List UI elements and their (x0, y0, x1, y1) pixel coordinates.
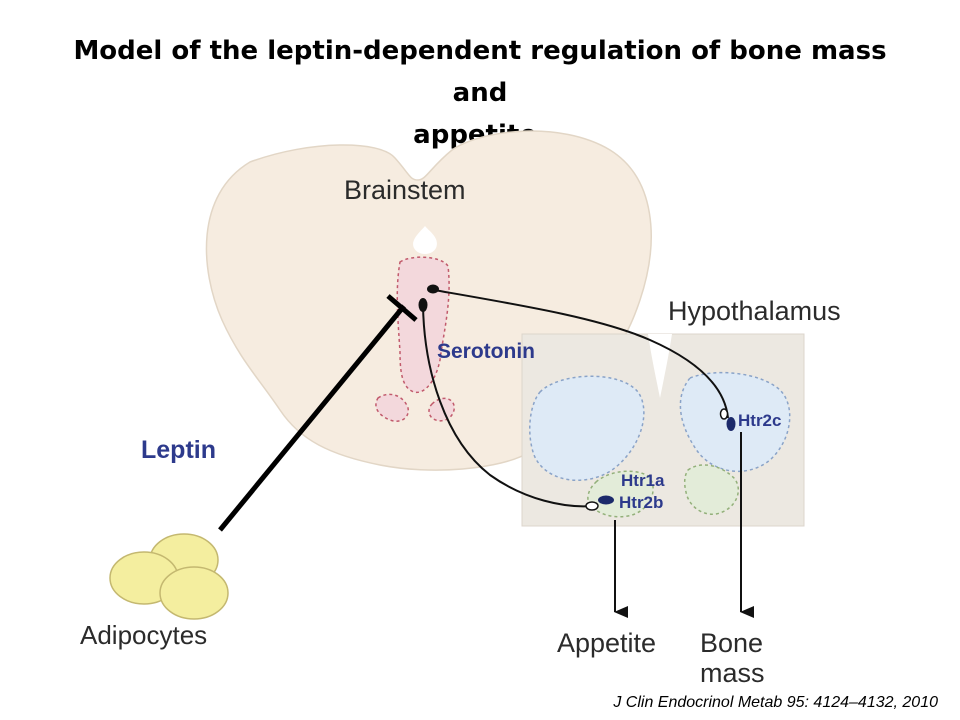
hypothalamus-label: Hypothalamus (668, 296, 841, 326)
blue-region-left (529, 375, 645, 482)
citation: J Clin Endocrinol Metab 95: 4124–4132, 2… (613, 694, 938, 711)
serotonin-label: Serotonin (437, 340, 535, 363)
htr2c-label: Htr2c (738, 411, 782, 430)
projection-to-htr2c (433, 289, 729, 419)
third-ventricle (648, 334, 672, 398)
raphe-lobe-right (428, 397, 455, 422)
htr2c-receptor (726, 417, 736, 431)
title-line-1: Model of the leptin-dependent regulation… (73, 36, 887, 108)
adipocytes-label: Adipocytes (80, 620, 208, 650)
appetite-label: Appetite (557, 628, 657, 658)
serotonin-neuron-1 (427, 284, 439, 294)
ventricle-shape (413, 226, 437, 254)
brainstem-label: Brainstem (344, 175, 466, 205)
bone-mass-label-line2: mass (700, 658, 765, 688)
bone-mass-label-line1: Bone (700, 628, 764, 658)
htr1a-terminal (585, 501, 599, 511)
htr1a-receptor (598, 495, 614, 505)
htr2c-terminal (719, 408, 729, 420)
leptin-inhibition-bar (386, 294, 418, 322)
serotonin-neuron-2 (418, 298, 428, 312)
htr1a-label: Htr1a (621, 471, 665, 490)
adipocyte-cell-3 (159, 566, 229, 620)
green-region-left (587, 470, 654, 518)
htr2b-label: Htr2b (619, 493, 664, 512)
leptin-inhibition-line (218, 304, 406, 532)
leptin-label: Leptin (141, 436, 216, 464)
raphe-lobe-left (375, 393, 409, 422)
projection-to-htr1a-htr2b (422, 304, 593, 508)
green-region-right (683, 464, 739, 515)
